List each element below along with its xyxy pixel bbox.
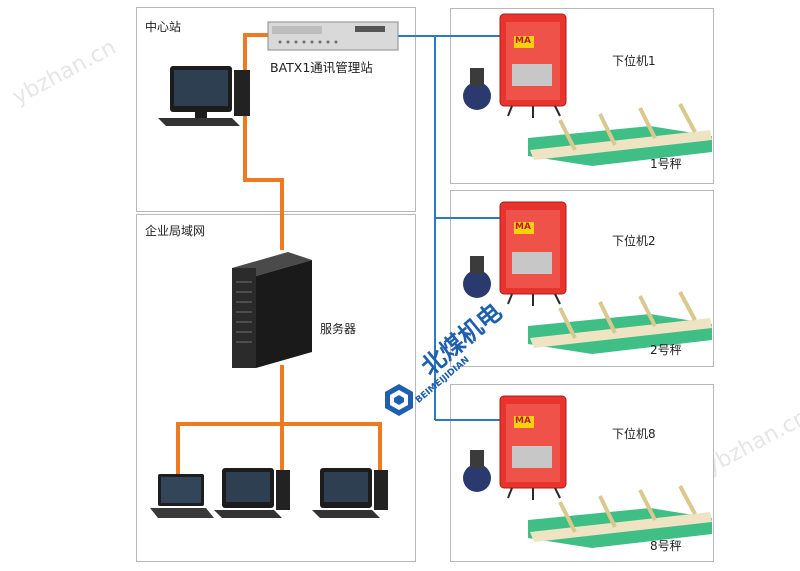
wire-bus bbox=[176, 422, 382, 490]
blue-wiring bbox=[398, 35, 500, 421]
server-label: 服务器 bbox=[320, 322, 357, 336]
lower-unit-8-graphic bbox=[463, 395, 712, 548]
unit-8-name: 下位机8 bbox=[612, 427, 656, 441]
center-station-title: 中心站 bbox=[145, 20, 182, 34]
desktop-3 bbox=[312, 468, 388, 518]
unit-2-name: 下位机2 bbox=[612, 234, 656, 248]
lower-unit-1-graphic bbox=[463, 13, 712, 166]
unit-1-badge: MA bbox=[515, 36, 531, 46]
lower-unit-2-graphic bbox=[463, 201, 712, 354]
unit-2-badge: MA bbox=[515, 222, 531, 232]
unit-1-scale: 1号秤 bbox=[650, 157, 682, 171]
laptop bbox=[150, 474, 214, 518]
logo-emblem-icon bbox=[385, 384, 413, 416]
unit-8-badge: MA bbox=[515, 416, 531, 426]
enterprise-lan-title: 企业局域网 bbox=[145, 224, 206, 238]
unit-1-name: 下位机1 bbox=[612, 54, 656, 68]
unit-8-scale: 8号秤 bbox=[650, 539, 682, 553]
server-tower bbox=[232, 252, 312, 368]
desktop-2 bbox=[214, 468, 290, 518]
wire-comm-to-pc bbox=[243, 33, 284, 250]
unit-2-scale: 2号秤 bbox=[650, 343, 682, 357]
comm-station-device bbox=[267, 21, 399, 51]
center-pc bbox=[158, 66, 250, 126]
comm-station-label: BATX1通讯管理站 bbox=[270, 60, 373, 75]
